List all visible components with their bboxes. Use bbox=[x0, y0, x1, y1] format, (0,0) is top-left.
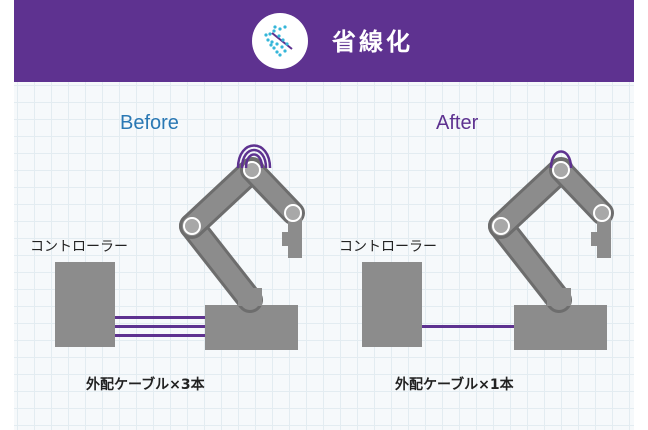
cable-reduction-icon bbox=[252, 13, 308, 69]
before-controller-label: コントローラー bbox=[30, 239, 128, 255]
after-heading: After bbox=[436, 112, 479, 134]
before-cable-caption: 外配ケーブル×3本 bbox=[86, 377, 205, 393]
header-banner: 省線化 bbox=[14, 0, 634, 82]
after-controller-label: コントローラー bbox=[339, 239, 437, 255]
before-arm-cable-loops bbox=[236, 144, 272, 169]
before-robot-arm bbox=[179, 157, 305, 313]
after-controller-box bbox=[362, 262, 422, 347]
after-external-cable bbox=[422, 325, 514, 328]
after-cable-caption: 外配ケーブル×1本 bbox=[395, 377, 514, 393]
after-robot-arm bbox=[488, 157, 614, 313]
before-external-cables bbox=[115, 316, 205, 337]
after-arm-cable-loop bbox=[549, 150, 573, 169]
page-border-left bbox=[0, 0, 14, 430]
page-title: 省線化 bbox=[332, 28, 413, 56]
page-border-right bbox=[634, 0, 648, 430]
before-heading: Before bbox=[120, 112, 179, 134]
before-controller-box bbox=[55, 262, 115, 347]
